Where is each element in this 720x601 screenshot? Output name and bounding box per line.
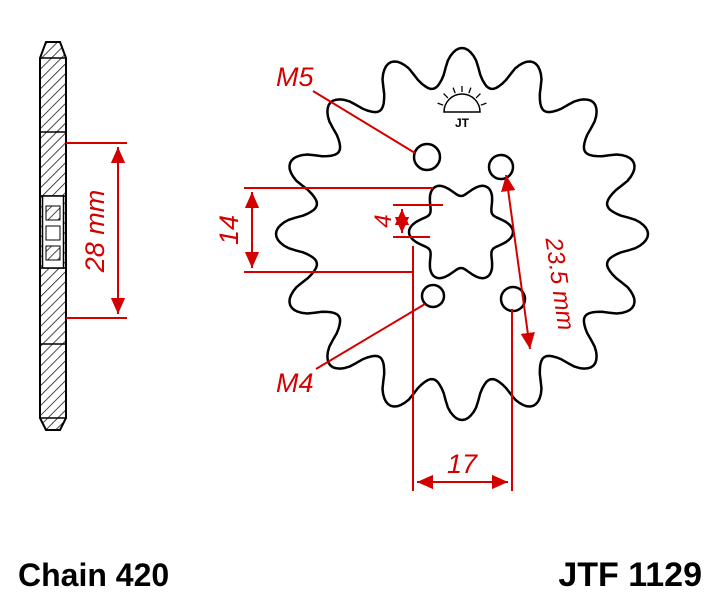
jt-logo-text: JT [455,116,470,130]
dim-4-label: 4 [370,214,397,227]
side-view-spline-block-bottom [45,245,61,261]
sun-rays-icon [437,86,487,106]
m4-thread-label: M4 [276,368,314,398]
m4-leader-line [315,303,426,370]
bolt-hole-top-left [412,142,442,172]
m5-thread-label: M5 [276,62,314,92]
dim-14-label: 14 [214,215,244,245]
part-number-label: JTF 1129 [558,556,702,594]
dim-17-label: 17 [447,449,478,479]
jt-logo-stamp: JT [437,86,487,130]
sprocket-front-view: JT [274,46,650,422]
side-view-spline-block-mid [45,225,61,241]
chain-size-label: Chain 420 [18,557,169,593]
m5-leader-line [312,90,416,154]
dimension-annotations [66,90,535,491]
dim-23-5-line [501,174,535,350]
sprocket-side-view [39,41,67,431]
bolt-hole-bottom-left [420,283,446,309]
bolt-hole-top-right [487,153,515,181]
side-view-spline-block-top [45,205,61,221]
sun-arc-icon [443,93,481,113]
dim-28mm-label: 28 mm [80,190,110,274]
